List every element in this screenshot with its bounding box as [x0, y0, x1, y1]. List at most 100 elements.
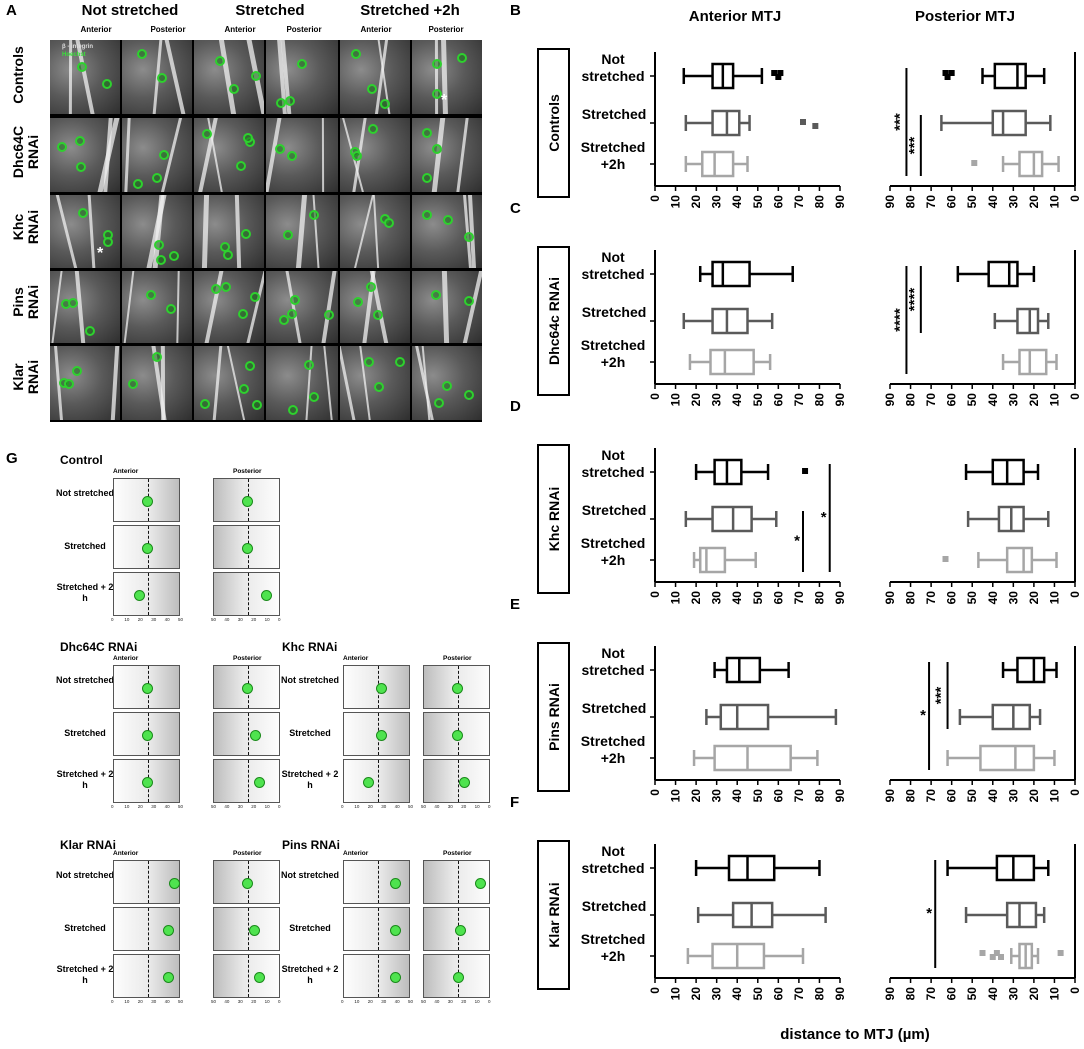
schematic-nucleus-dot	[163, 924, 175, 936]
nucleus	[464, 389, 475, 400]
schematic-mtj-line	[147, 573, 149, 615]
schematic-nucleus-dot	[242, 877, 253, 889]
x-tick-label: 80	[812, 393, 826, 407]
micrograph-dhc64c-st2h-post	[412, 118, 482, 192]
x-tick-label: 0	[1068, 195, 1082, 202]
outlier-point	[942, 70, 949, 76]
schematic-cell-ant	[343, 907, 410, 951]
outlier-point	[989, 954, 996, 960]
nucleus	[308, 210, 319, 221]
schematic-nucleus-dot	[454, 924, 466, 936]
x-tick-label: 60	[945, 987, 959, 1001]
condition-label-stretched: Stretched	[581, 700, 647, 716]
x-tick-label: 10	[669, 195, 683, 209]
schematic-cell-post	[213, 954, 280, 998]
schematic-axis-tick: 30	[151, 999, 157, 1004]
schematic-cell-ant	[113, 478, 180, 522]
micrograph-dhc64c-st2h-ant	[340, 118, 410, 192]
x-tick-label: 20	[689, 789, 703, 803]
mtj-streak	[102, 118, 113, 192]
schematic-axis-tick: 20	[137, 999, 143, 1004]
schematic-row-label: Stretched + 2 h	[56, 964, 114, 985]
x-tick-label: 80	[904, 789, 918, 803]
schematic-cell-ant	[113, 759, 180, 803]
nucleus	[84, 325, 95, 336]
schematic-axis-tick: 0	[488, 999, 491, 1004]
schematic-axis-tick: 50	[408, 999, 414, 1004]
outlier-point	[944, 74, 951, 80]
box-stretched	[719, 703, 770, 731]
x-tick-label: 80	[904, 195, 918, 209]
nucleus	[379, 99, 390, 110]
mtj-streak	[295, 195, 308, 268]
schematic-cell-post	[423, 954, 490, 998]
schematic-row-label: Stretched	[289, 728, 331, 738]
outlier-point	[948, 70, 955, 76]
mtj-streak	[266, 118, 282, 192]
x-tick-label: 20	[1027, 591, 1041, 605]
x-tick-label: 30	[1006, 789, 1020, 803]
x-tick-label: 0	[648, 195, 662, 202]
box-stretched-2h	[1018, 150, 1044, 178]
nucleus	[290, 295, 301, 306]
micrograph-klar-ns-post	[122, 346, 192, 420]
schematic-nucleus-dot	[242, 542, 253, 554]
x-tick-label: 60	[771, 591, 785, 605]
schematic-axis-tick: 0	[278, 999, 281, 1004]
x-tick-label: 50	[965, 789, 979, 803]
box-stretched-2h	[698, 546, 727, 574]
nucleus	[239, 383, 250, 394]
asterisk-controls: *	[441, 92, 448, 109]
schematic-axis-tick: 30	[237, 804, 243, 809]
schematic-nucleus-dot	[142, 776, 153, 788]
x-tick-label: 80	[812, 789, 826, 803]
outlier-point	[812, 123, 819, 129]
schematic-axis-tick: 10	[264, 617, 270, 622]
sub-col-anterior-3: Anterior	[360, 25, 392, 34]
schematic-row-label: Not stretched	[55, 870, 114, 880]
x-tick-label: 90	[833, 393, 847, 407]
panel-letter-c: C	[510, 200, 521, 217]
schematic-anterior-label: Anterior	[343, 850, 369, 857]
x-tick-label: 40	[986, 591, 1000, 605]
x-tick-label: 70	[924, 195, 938, 209]
schematic-cell-ant	[113, 954, 180, 998]
mtj-streak	[456, 118, 470, 192]
mtj-streak	[284, 271, 302, 343]
condition-label-stretched-2h: Stretched +2h	[580, 535, 646, 568]
schematic-axis-tick: 40	[164, 999, 170, 1004]
nucleus	[443, 214, 454, 225]
schematic-nucleus-dot	[390, 971, 402, 983]
box-not-stretched	[711, 260, 751, 288]
schematic-axis-tick: 20	[251, 804, 257, 809]
nucleus	[223, 249, 234, 260]
x-tick-label: 60	[771, 987, 785, 1001]
schematic-nucleus-dot	[133, 589, 145, 601]
x-tick-label: 70	[792, 393, 806, 407]
nucleus	[236, 160, 247, 171]
x-tick-label: 60	[945, 393, 959, 407]
mtj-streak	[311, 195, 320, 268]
x-tick-label: 0	[648, 987, 662, 994]
schematic-row-label: Not stretched	[280, 870, 339, 880]
micrograph-khc-ns-post	[122, 195, 192, 268]
micrograph-pins-st-post	[266, 271, 338, 343]
schematic-axis-tick: 50	[178, 617, 184, 622]
nucleus	[214, 55, 225, 66]
nucleus	[102, 237, 113, 248]
schematic-axis-tick: 0	[111, 617, 114, 622]
x-tick-label: 10	[1047, 393, 1061, 407]
schematic-axis-tick: 40	[434, 804, 440, 809]
mtj-streak	[176, 271, 180, 343]
condition-label-stretched: Stretched	[581, 106, 647, 122]
schematic-nucleus-dot	[260, 589, 272, 601]
nucleus	[156, 255, 167, 266]
schematic-anterior-label: Anterior	[113, 655, 139, 662]
mtj-streak	[321, 271, 337, 343]
significance-label: *	[926, 905, 932, 922]
col-group-not-stretched: Not stretched	[81, 2, 179, 19]
x-tick-label: 50	[965, 591, 979, 605]
schematic-anterior-label: Anterior	[343, 655, 369, 662]
x-tick-label: 80	[812, 987, 826, 1001]
